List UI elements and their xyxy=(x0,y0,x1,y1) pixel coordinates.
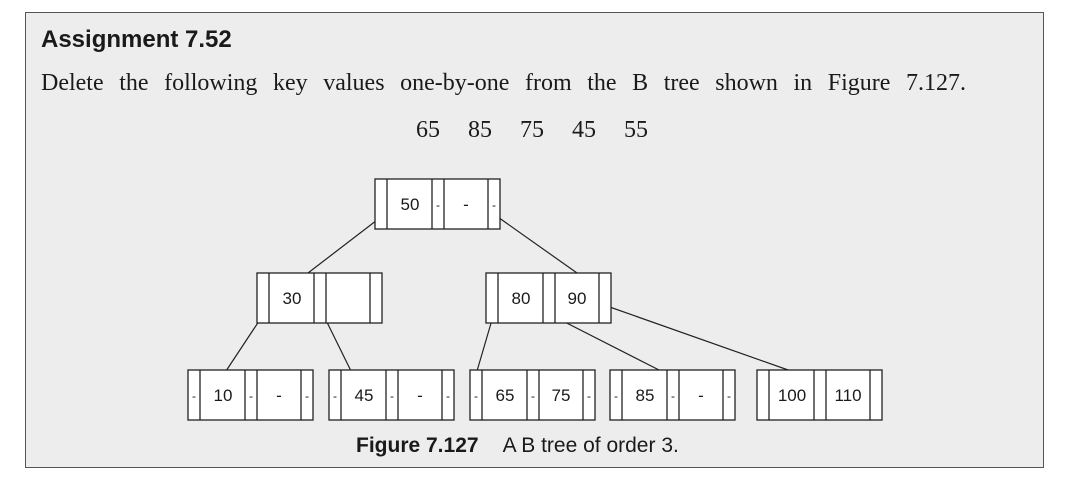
leaf-pointer-dash: - xyxy=(305,389,309,403)
assignment-heading: Assignment 7.52 xyxy=(41,26,232,53)
leaf-node-1 xyxy=(187,369,314,421)
tree-edge xyxy=(494,214,578,274)
root-node xyxy=(374,178,501,230)
internal-node-left xyxy=(256,272,383,324)
tree-edges xyxy=(225,214,792,372)
leaf-3-key-2: 75 xyxy=(552,386,571,405)
leaf-pointer-dash: - xyxy=(727,389,731,403)
leaf-pointer-dash: - xyxy=(531,389,535,403)
leaf-pointer-dash: - xyxy=(390,389,394,403)
leaf-2-key-1: 45 xyxy=(355,386,374,405)
assignment-instruction: Delete the following key values one-by-o… xyxy=(41,70,966,96)
leaf-4-key-2: - xyxy=(698,386,704,405)
leaf-1-key-1: 10 xyxy=(214,386,233,405)
key-value: 65 xyxy=(416,117,440,143)
key-value: 55 xyxy=(624,117,648,143)
figure-caption: Figure 7.127 A B tree of order 3. xyxy=(356,434,679,458)
figure-caption-text: A B tree of order 3. xyxy=(502,434,679,457)
leaf-1-key-2: - xyxy=(276,386,282,405)
tree-edge xyxy=(307,216,382,274)
internal-right-key-2: 90 xyxy=(568,289,587,308)
leaf-pointer-dash: - xyxy=(587,389,591,403)
key-sequence: 65 85 75 45 55 xyxy=(416,117,648,144)
leaf-3-key-1: 65 xyxy=(496,386,515,405)
key-value: 45 xyxy=(572,117,596,143)
root-key-1: 50 xyxy=(401,195,420,214)
tree-edge xyxy=(603,304,792,372)
key-value: 75 xyxy=(520,117,544,143)
leaf-4-key-1: 85 xyxy=(636,386,655,405)
leaf-pointer-dash: - xyxy=(333,389,337,403)
root-key-2: - xyxy=(463,195,469,214)
leaf-2-key-2: - xyxy=(417,386,423,405)
figure-caption-label: Figure 7.127 xyxy=(356,434,479,457)
leaf-pointer-dash: - xyxy=(446,389,450,403)
leaf-node-4 xyxy=(609,369,736,421)
leaf-5-key-2: 110 xyxy=(834,386,861,405)
root-pointer-dash: - xyxy=(492,198,496,212)
internal-left-key-1: 30 xyxy=(283,289,302,308)
leaf-pointer-dash: - xyxy=(192,389,196,403)
leaf-pointer-dash: - xyxy=(474,389,478,403)
internal-node-right xyxy=(485,272,612,324)
leaf-node-3 xyxy=(469,369,596,421)
leaf-5-key-1: 100 xyxy=(778,386,806,405)
leaf-node-5 xyxy=(756,369,883,421)
leaf-pointer-dash: - xyxy=(671,389,675,403)
internal-right-key-1: 80 xyxy=(512,289,531,308)
leaf-pointer-dash: - xyxy=(614,389,618,403)
key-value: 85 xyxy=(468,117,492,143)
leaf-pointer-dash: - xyxy=(249,389,253,403)
root-pointer-dash: - xyxy=(436,198,440,212)
leaf-node-2 xyxy=(328,369,455,421)
